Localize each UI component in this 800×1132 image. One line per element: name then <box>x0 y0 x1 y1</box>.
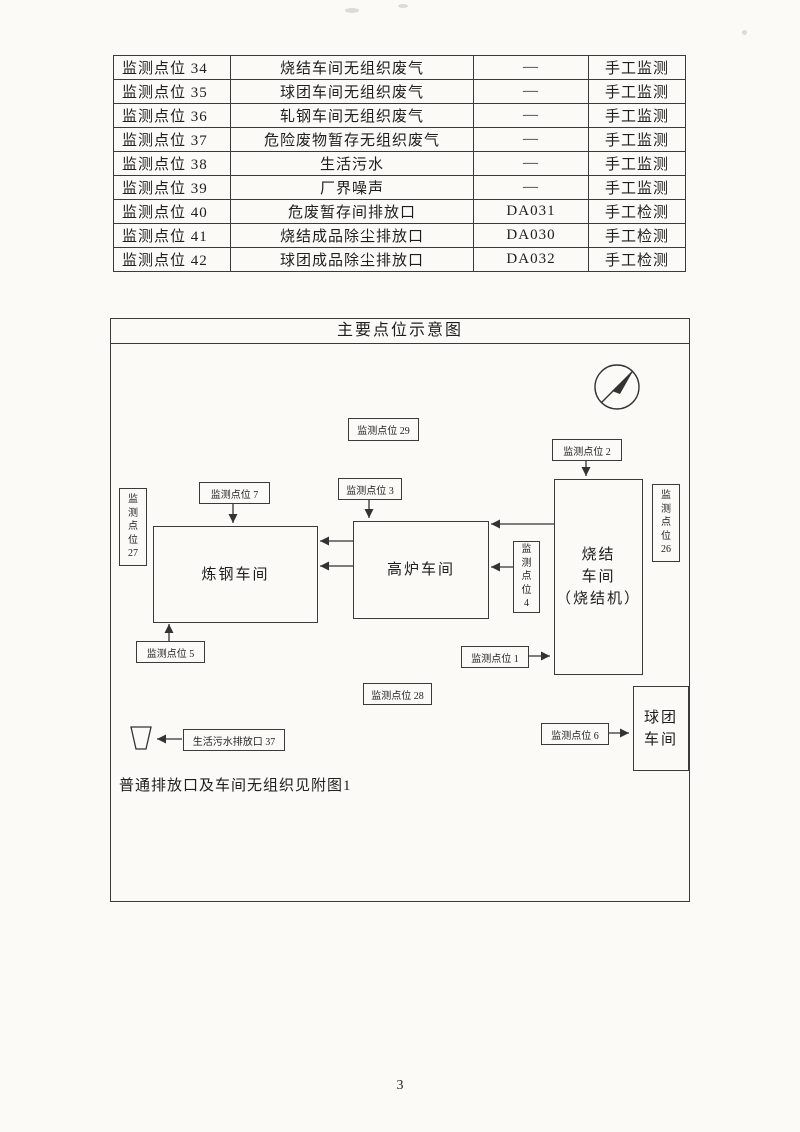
monitor-label-1: 监测点位 1 <box>461 646 529 668</box>
method-cell: 手工监测 <box>588 79 686 104</box>
method-cell: 手工监测 <box>588 151 686 176</box>
point-id-cell: 监测点位 38 <box>113 151 231 176</box>
monitor-label-5: 监测点位 5 <box>136 641 205 663</box>
table-row: 监测点位 35 球团车间无组织废气 — 手工监测 <box>113 79 686 104</box>
method-cell: 手工监测 <box>588 175 686 200</box>
site-schematic-diagram: 主要点位示意图 <box>110 318 690 902</box>
outlet-code-cell: DA032 <box>473 247 589 272</box>
point-id-cell: 监测点位 36 <box>113 103 231 128</box>
scan-artifact <box>742 30 747 35</box>
sewage-outlet-icon <box>130 726 152 750</box>
scan-artifact <box>398 4 408 8</box>
source-cell: 轧钢车间无组织废气 <box>230 103 474 128</box>
outlet-code-cell: — <box>473 151 589 176</box>
source-cell: 球团成品除尘排放口 <box>230 247 474 272</box>
workshop-box-sintering: 烧结 车间 （烧结机） <box>554 479 643 675</box>
outlet-code-cell: — <box>473 55 589 80</box>
method-cell: 手工检测 <box>588 247 686 272</box>
table-row: 监测点位 40 危废暂存间排放口 DA031 手工检测 <box>113 199 686 224</box>
monitor-label-26: 监 测 点 位 26 <box>652 484 680 562</box>
point-id-cell: 监测点位 39 <box>113 175 231 200</box>
table-row: 监测点位 37 危险废物暂存无组织废气 — 手工监测 <box>113 127 686 152</box>
workshop-box-pellet: 球团 车间 <box>633 686 689 771</box>
point-id-cell: 监测点位 37 <box>113 127 231 152</box>
method-cell: 手工监测 <box>588 103 686 128</box>
point-id-cell: 监测点位 40 <box>113 199 231 224</box>
outlet-code-cell: — <box>473 127 589 152</box>
table-row: 监测点位 36 轧钢车间无组织废气 — 手工监测 <box>113 103 686 128</box>
workshop-box-blast-furnace: 高炉车间 <box>353 521 489 619</box>
source-cell: 危险废物暂存无组织废气 <box>230 127 474 152</box>
method-cell: 手工检测 <box>588 199 686 224</box>
table-row: 监测点位 39 厂界噪声 — 手工监测 <box>113 175 686 200</box>
source-cell: 烧结成品除尘排放口 <box>230 223 474 248</box>
page-number: 3 <box>396 1078 404 1093</box>
compass-icon <box>594 364 640 410</box>
source-cell: 危废暂存间排放口 <box>230 199 474 224</box>
monitor-label-7: 监测点位 7 <box>199 482 270 504</box>
table-row: 监测点位 34 烧结车间无组织废气 — 手工监测 <box>113 55 686 80</box>
sewage-outlet-label-37: 生活污水排放口 37 <box>183 729 285 751</box>
monitor-label-3: 监测点位 3 <box>338 478 402 500</box>
workshop-box-steelmaking: 炼钢车间 <box>153 526 318 623</box>
point-id-cell: 监测点位 35 <box>113 79 231 104</box>
source-cell: 球团车间无组织废气 <box>230 79 474 104</box>
table-row: 监测点位 41 烧结成品除尘排放口 DA030 手工检测 <box>113 223 686 248</box>
outlet-code-cell: — <box>473 175 589 200</box>
outlet-code-cell: DA030 <box>473 223 589 248</box>
monitor-label-27: 监 测 点 位 27 <box>119 488 147 566</box>
method-cell: 手工监测 <box>588 55 686 80</box>
diagram-title: 主要点位示意图 <box>111 319 689 344</box>
monitor-label-6: 监测点位 6 <box>541 723 609 745</box>
method-cell: 手工检测 <box>588 223 686 248</box>
source-cell: 生活污水 <box>230 151 474 176</box>
monitor-label-4: 监 测 点 位 4 <box>513 541 540 613</box>
monitoring-points-table: 监测点位 34 烧结车间无组织废气 — 手工监测 监测点位 35 球团车间无组织… <box>113 55 686 272</box>
monitor-label-29: 监测点位 29 <box>348 418 419 441</box>
outlet-code-cell: DA031 <box>473 199 589 224</box>
method-cell: 手工监测 <box>588 127 686 152</box>
point-id-cell: 监测点位 34 <box>113 55 231 80</box>
source-cell: 烧结车间无组织废气 <box>230 55 474 80</box>
outlet-code-cell: — <box>473 103 589 128</box>
table-row: 监测点位 38 生活污水 — 手工监测 <box>113 151 686 176</box>
monitor-label-2: 监测点位 2 <box>552 439 622 461</box>
point-id-cell: 监测点位 42 <box>113 247 231 272</box>
source-cell: 厂界噪声 <box>230 175 474 200</box>
monitor-label-28: 监测点位 28 <box>363 683 432 705</box>
diagram-note: 普通排放口及车间无组织见附图1 <box>119 778 352 794</box>
table-row: 监测点位 42 球团成品除尘排放口 DA032 手工检测 <box>113 247 686 272</box>
scan-artifact <box>345 8 359 13</box>
outlet-code-cell: — <box>473 79 589 104</box>
point-id-cell: 监测点位 41 <box>113 223 231 248</box>
